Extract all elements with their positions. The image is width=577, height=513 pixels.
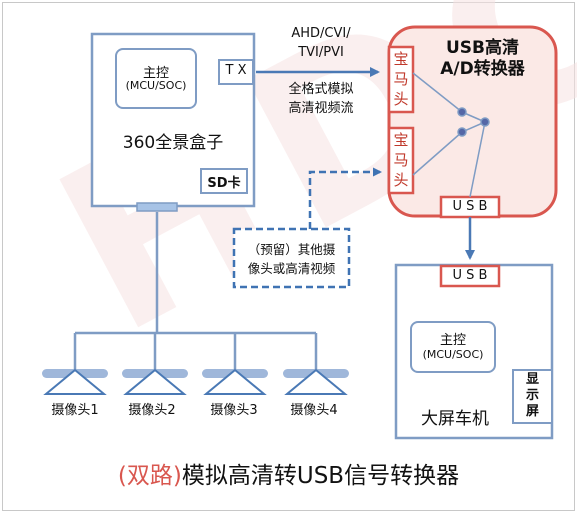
converter-connector-top bbox=[387, 45, 415, 114]
head-unit-mcu-title: 主控 bbox=[439, 333, 466, 348]
footer-main: 模拟高清转USB信号转换器 bbox=[181, 463, 460, 489]
head-unit-display-label: 显示屏 bbox=[525, 372, 539, 419]
converter-usb-label: U S B bbox=[452, 199, 488, 214]
converter-title-line1: USB高清 bbox=[445, 38, 519, 58]
head-unit-mcu bbox=[410, 321, 496, 373]
camera-label-1: 摄像头1 bbox=[51, 403, 99, 418]
signal-desc-line1: 全格式模拟 bbox=[288, 82, 354, 97]
signal-formats-line2: TVI/PVI bbox=[298, 45, 344, 60]
head-unit-usb-label: U S B bbox=[452, 268, 488, 283]
converter-title-line2: A/D转换器 bbox=[440, 59, 525, 79]
head-unit-mcu-sub: (MCU/SOC) bbox=[422, 348, 484, 361]
box-360-tx bbox=[218, 59, 254, 85]
converter-connector-bottom-label: 宝马头 bbox=[393, 131, 409, 189]
box-360-mcu-title: 主控 bbox=[142, 66, 169, 81]
reserved-line2: 像头或高清视频 bbox=[247, 261, 336, 276]
converter-connector-bottom bbox=[387, 126, 415, 195]
head-unit-display bbox=[512, 369, 553, 424]
converter-switch-graphic bbox=[412, 72, 490, 198]
signal-formats-line1: AHD/CVI/ bbox=[291, 26, 351, 41]
box-360-name: 360全景盒子 bbox=[122, 133, 224, 153]
head-unit-usb-port bbox=[439, 264, 501, 288]
camera-group bbox=[42, 333, 349, 395]
camera-icon-2 bbox=[123, 368, 187, 395]
head-unit-name: 大屏车机 bbox=[421, 409, 489, 429]
box-360-mcu bbox=[115, 48, 197, 109]
camera-label-4: 摄像头4 bbox=[290, 403, 338, 418]
camera-icon-4 bbox=[284, 368, 348, 395]
converter-connector-top-label: 宝马头 bbox=[393, 50, 409, 108]
camera-icon-3 bbox=[203, 368, 267, 395]
signal-desc-line2: 高清视频流 bbox=[288, 101, 354, 116]
footer-prefix: (双路) bbox=[117, 463, 182, 489]
box-360-mcu-sub: (MCU/SOC) bbox=[125, 79, 187, 92]
camera-icon-1 bbox=[43, 368, 107, 395]
camera-label-3: 摄像头3 bbox=[210, 403, 258, 418]
box-360-tx-label: T X bbox=[225, 63, 247, 78]
reserved-input-box bbox=[232, 227, 351, 289]
box-360-sd-label: SD卡 bbox=[207, 176, 241, 191]
camera-label-2: 摄像头2 bbox=[128, 403, 176, 418]
footer-title: (双路)模拟高清转USB信号转换器 bbox=[0, 456, 577, 490]
reserved-line1: （预留）其他摄 bbox=[247, 242, 336, 257]
reserved-arrow bbox=[308, 167, 382, 229]
box-360-sd bbox=[200, 168, 248, 194]
box-360-video-port bbox=[136, 202, 178, 212]
